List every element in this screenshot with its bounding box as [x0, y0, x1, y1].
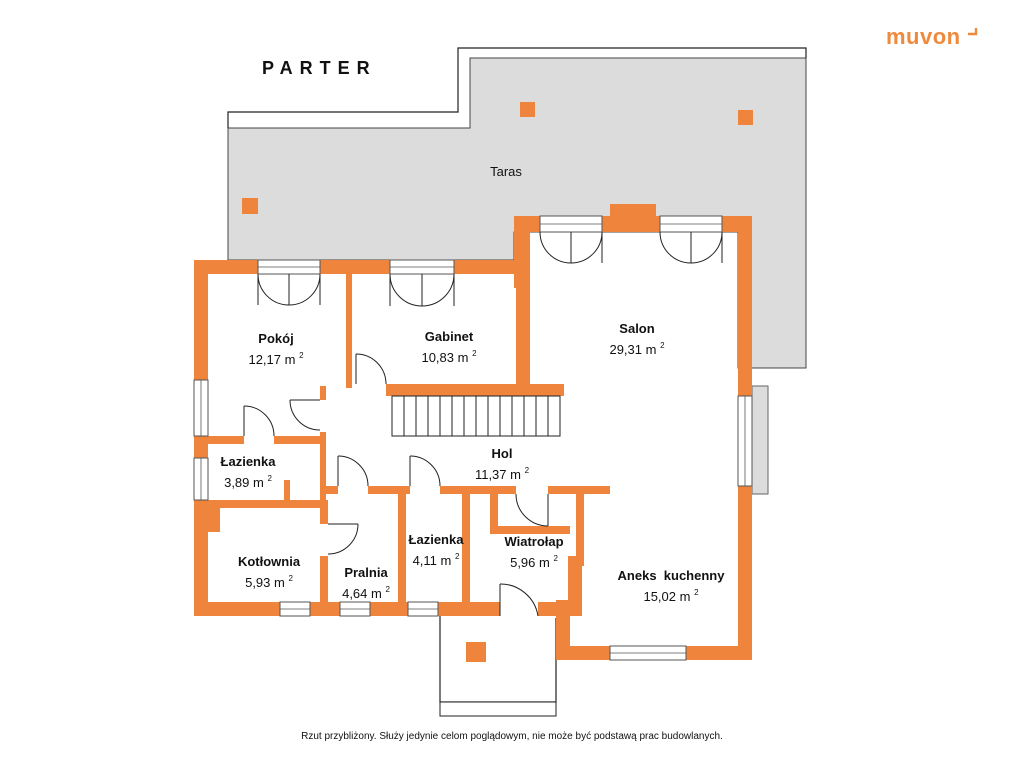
brand-logo: muvon: [886, 24, 961, 49]
logo-mark-icon: [968, 28, 978, 36]
doors: [243, 231, 723, 617]
disclaimer-note: Rzut przybliżony. Służy jedynie celom po…: [301, 731, 723, 742]
entrance-porch: [439, 602, 557, 717]
floor-title: PARTER: [262, 58, 377, 78]
room-label-taras: Taras: [490, 164, 522, 179]
side-strip: [751, 385, 769, 495]
stairs: [391, 395, 561, 437]
